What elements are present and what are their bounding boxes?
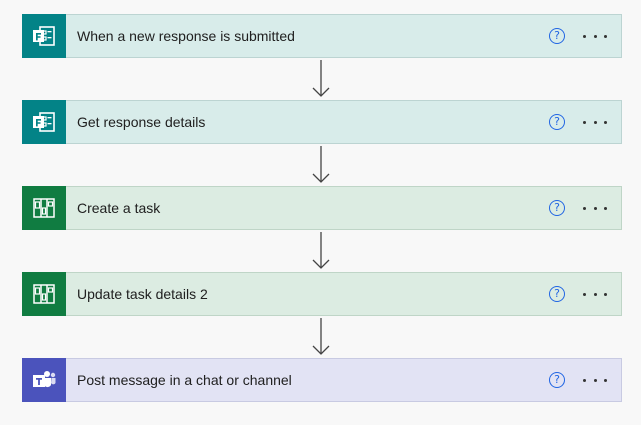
help-icon[interactable]: ? xyxy=(549,114,565,130)
forms-icon xyxy=(22,100,66,144)
connector-arrow-icon xyxy=(312,60,330,97)
connector-arrow-icon xyxy=(312,232,330,269)
forms-icon xyxy=(22,14,66,58)
connector-arrow-icon xyxy=(312,318,330,355)
help-icon[interactable]: ? xyxy=(549,372,565,388)
more-options-icon[interactable] xyxy=(583,200,607,216)
help-icon[interactable]: ? xyxy=(549,200,565,216)
flow-step-get-response[interactable]: Get response details ? xyxy=(22,100,622,144)
more-options-icon[interactable] xyxy=(583,114,607,130)
step-label: Get response details xyxy=(77,114,206,130)
flow-step-create-task[interactable]: Create a task ? xyxy=(22,186,622,230)
help-icon[interactable]: ? xyxy=(549,286,565,302)
flow-step-update-task[interactable]: Update task details 2 ? xyxy=(22,272,622,316)
more-options-icon[interactable] xyxy=(583,286,607,302)
more-options-icon[interactable] xyxy=(583,28,607,44)
step-label: When a new response is submitted xyxy=(77,28,295,44)
teams-icon xyxy=(22,358,66,402)
flow-step-post-message[interactable]: Post message in a chat or channel ? xyxy=(22,358,622,402)
help-icon[interactable]: ? xyxy=(549,28,565,44)
step-label: Create a task xyxy=(77,200,161,216)
step-label: Update task details 2 xyxy=(77,286,208,302)
planner-icon xyxy=(22,186,66,230)
connector-arrow-icon xyxy=(312,146,330,183)
planner-icon xyxy=(22,272,66,316)
flow-step-trigger[interactable]: When a new response is submitted ? xyxy=(22,14,622,58)
more-options-icon[interactable] xyxy=(583,372,607,388)
step-label: Post message in a chat or channel xyxy=(77,372,292,388)
